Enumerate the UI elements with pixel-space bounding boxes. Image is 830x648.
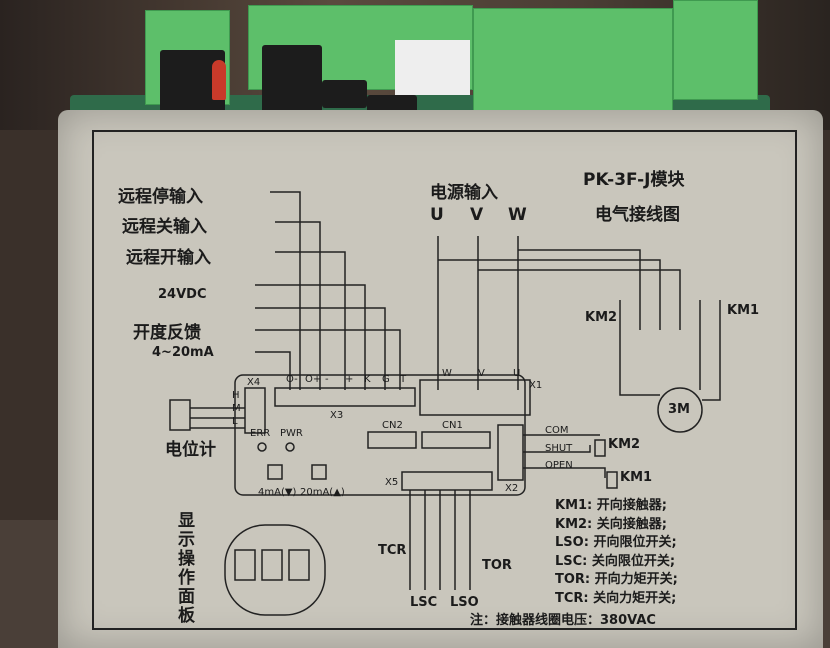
display-panel-label: 显示操作面板 [178, 511, 195, 626]
red-led [212, 60, 226, 100]
button-20ma-label: 20mA(▲) [300, 487, 345, 498]
x2-label: X2 [505, 483, 519, 494]
x5-label: X5 [385, 477, 399, 488]
x3-label: X3 [330, 410, 344, 421]
pwr-led-label: PWR [280, 428, 303, 439]
push-button [262, 45, 322, 120]
legend: KM1: 开向接触器; KM2: 关向接触器; LSO: 开向限位开关; LSC… [555, 497, 678, 608]
legend-item: LSC: 关向限位开关; [555, 553, 676, 569]
label-km1-coil: KM1 [620, 470, 653, 485]
legend-item: KM1: 开向接触器; [555, 498, 667, 513]
x3-pin: K [364, 374, 371, 385]
label-km1: KM1 [727, 303, 760, 318]
x3-pin: - [325, 374, 329, 385]
err-led-label: ERR [250, 428, 271, 439]
label-w: W [508, 205, 527, 225]
terminal-connector [673, 0, 758, 100]
label-remote-close: 远程关输入 [122, 217, 207, 237]
x2-pin: OPEN [545, 460, 573, 471]
label-remote-stop: 远程停输入 [118, 187, 203, 207]
label-u: U [430, 205, 444, 225]
label-km2: KM2 [585, 310, 618, 325]
x1-pin: U [513, 368, 521, 379]
label-v: V [470, 205, 484, 225]
x3-pin: O- [286, 374, 298, 385]
label-feedback: 开度反馈 [133, 323, 201, 343]
label-remote-open: 远程开输入 [126, 248, 211, 268]
legend-item: TCR: 关向力矩开关; [555, 590, 677, 606]
diagram-frame [92, 130, 797, 630]
tcr-label: TCR [378, 543, 407, 558]
x3-pin: T [400, 374, 407, 385]
x4-pin: H [232, 390, 240, 401]
legend-item: LSO: 开向限位开关; [555, 535, 677, 550]
x3-pin: O+ [305, 374, 322, 385]
x1-pin: W [442, 368, 452, 379]
x4-pin: L [232, 416, 238, 427]
motor-label: 3M [668, 402, 690, 417]
module-title: PK-3F-J模块 [583, 170, 685, 190]
potentiometer-label: 电位计 [165, 440, 216, 460]
x4-label: X4 [247, 377, 261, 388]
label-4-20ma: 4~20mA [152, 345, 214, 360]
pin-header [322, 80, 367, 108]
coil-voltage-note: 注：接触器线圈电压：380VAC [470, 613, 656, 628]
diagram-subtitle: 电气接线图 [595, 205, 680, 225]
label-km2-coil: KM2 [608, 437, 641, 452]
lso-label: LSO [450, 595, 479, 610]
legend-item: TOR: 开向力矩开关; [555, 572, 678, 587]
x4-pin: M [232, 403, 241, 414]
x3-pin: G [382, 374, 390, 385]
x2-pin: COM [545, 425, 569, 436]
label-24vdc: 24VDC [158, 287, 207, 302]
label-power-input: 电源输入 [430, 183, 498, 203]
tor-label: TOR [482, 558, 512, 573]
x2-pin: SHUT [545, 443, 573, 454]
cn1-label: CN1 [442, 420, 463, 431]
cn2-label: CN2 [382, 420, 403, 431]
x3-pin: + [345, 374, 354, 385]
white-connector [395, 40, 470, 95]
button-4ma-label: 4mA(▼) [258, 487, 297, 498]
x1-label: X1 [529, 380, 543, 391]
x1-pin: V [478, 368, 485, 379]
lsc-label: LSC [410, 595, 438, 610]
legend-item: KM2: 关向接触器; [555, 516, 667, 532]
